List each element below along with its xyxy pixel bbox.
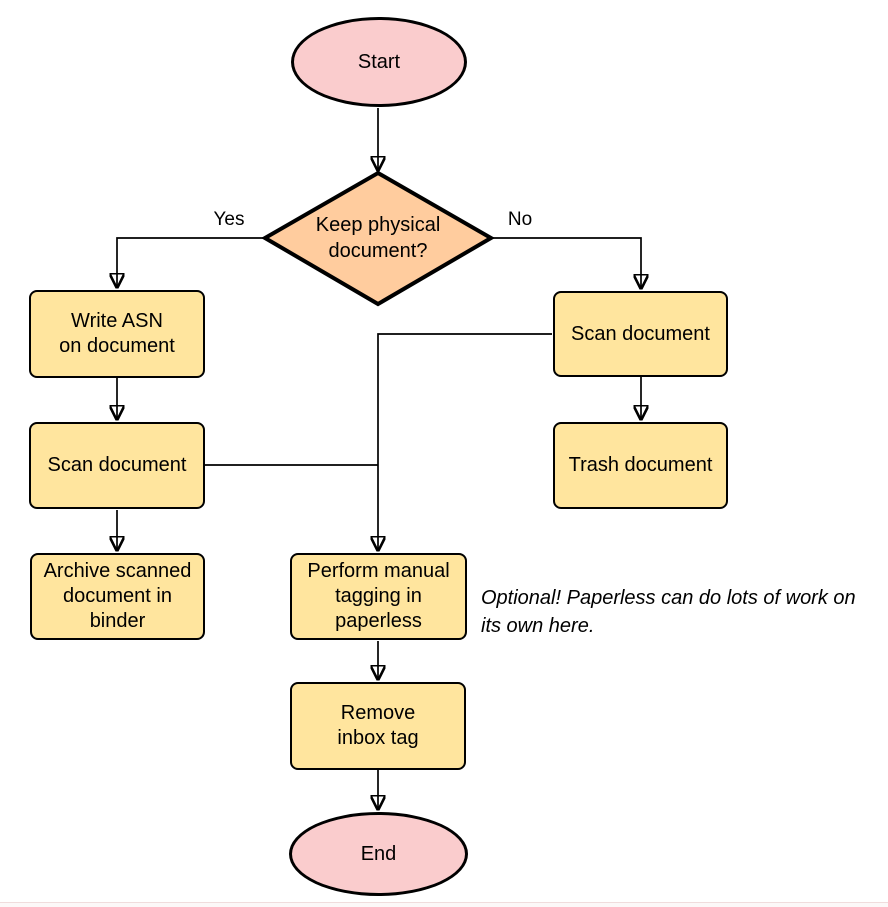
node-archive-binder-label: Archive scanned document in binder [43,560,192,632]
node-manual-tagging: Perform manual tagging in paperless [290,553,467,640]
node-decision: Keep physical document? [266,173,490,303]
edge-label-yes: Yes [213,209,245,230]
node-start: Start [291,17,467,107]
edge-label-no: No [507,209,533,230]
node-write-asn: Write ASN on document [29,290,205,378]
node-write-asn-label: Write ASN on document [59,310,175,357]
node-scan-document-left: Scan document [29,422,205,509]
node-remove-inbox-tag-label: Remove inbox tag [337,702,419,749]
node-end-label: End [360,842,397,865]
node-scan-document-right-label: Scan document [571,322,710,345]
page-bottom-edge [0,902,888,907]
node-end: End [289,812,468,896]
edge-decision-no-to-scan-right [492,237,641,288]
node-remove-inbox-tag: Remove inbox tag [290,682,466,770]
node-scan-document-left-label: Scan document [47,454,187,476]
node-start-label: Start [357,50,401,73]
node-decision-label: Keep physical document? [315,214,441,262]
decision-diamond-shape [261,170,495,307]
annotation-note: Optional! Paperless can do lots of work … [481,587,856,637]
node-manual-tagging-label: Perform manual tagging in paperless [307,560,450,632]
node-trash-document: Trash document [553,422,728,509]
node-archive-binder: Archive scanned document in binder [30,553,205,640]
node-scan-document-right: Scan document [553,291,728,377]
edge-scan-right-to-tagging [378,333,552,550]
node-trash-document-label: Trash document [568,454,713,476]
edge-decision-yes-to-write-asn [117,237,264,287]
